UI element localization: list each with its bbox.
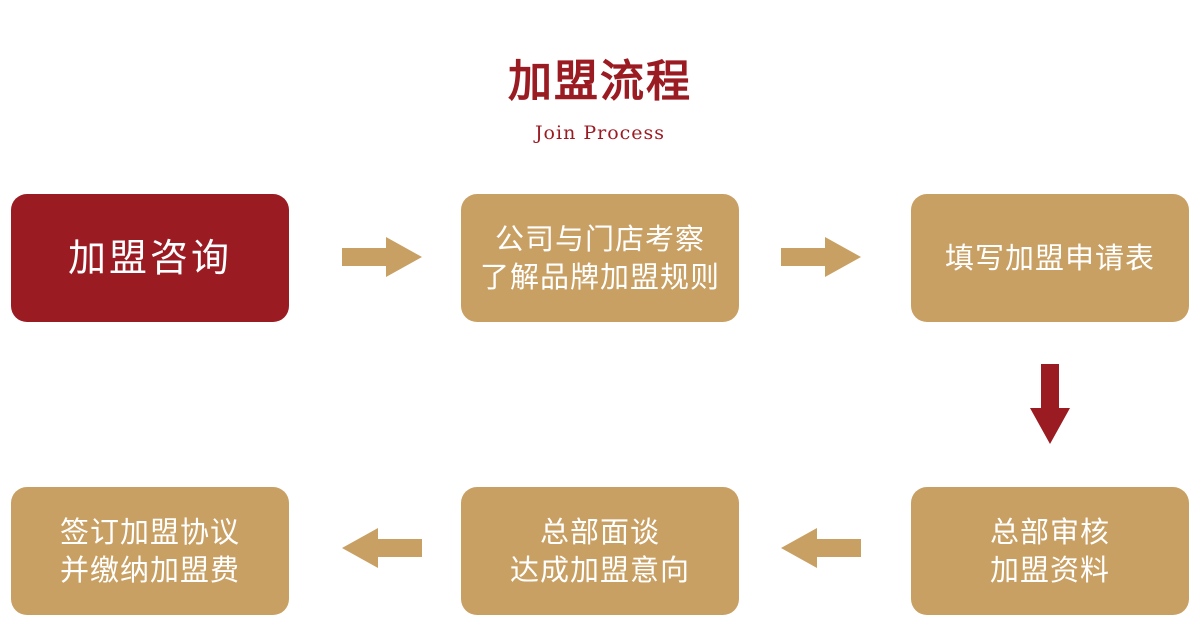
step-box-consultation[interactable]: 加盟咨询 bbox=[11, 194, 289, 322]
arrow-left-icon bbox=[342, 528, 422, 568]
step-label-line: 了解品牌加盟规则 bbox=[479, 260, 720, 294]
step-label-line: 加盟资料 bbox=[989, 553, 1110, 587]
arrow-left-icon bbox=[781, 528, 861, 568]
step-box-application-form[interactable]: 填写加盟申请表 bbox=[911, 194, 1189, 322]
arrow-right-icon bbox=[781, 237, 861, 277]
step-label-line: 填写加盟申请表 bbox=[944, 241, 1155, 275]
step-label-line: 达成加盟意向 bbox=[509, 553, 690, 587]
page-subtitle: Join Process bbox=[534, 122, 666, 144]
step-label-line: 公司与门店考察 bbox=[494, 222, 705, 256]
step-label-line: 并缴纳加盟费 bbox=[59, 553, 240, 587]
step-label-line: 加盟咨询 bbox=[67, 236, 232, 280]
step-label-line: 签订加盟协议 bbox=[59, 515, 240, 549]
step-box-sign-agreement[interactable]: 签订加盟协议 并缴纳加盟费 bbox=[11, 487, 289, 615]
step-label-line: 总部面谈 bbox=[539, 515, 660, 549]
step-box-hq-interview[interactable]: 总部面谈 达成加盟意向 bbox=[461, 487, 739, 615]
step-box-hq-review[interactable]: 总部审核 加盟资料 bbox=[911, 487, 1189, 615]
arrow-down-icon bbox=[1030, 364, 1070, 444]
page-title: 加盟流程 bbox=[508, 56, 692, 107]
arrow-right-icon bbox=[342, 237, 422, 277]
step-box-store-visit[interactable]: 公司与门店考察 了解品牌加盟规则 bbox=[461, 194, 739, 322]
step-label-line: 总部审核 bbox=[989, 515, 1110, 549]
